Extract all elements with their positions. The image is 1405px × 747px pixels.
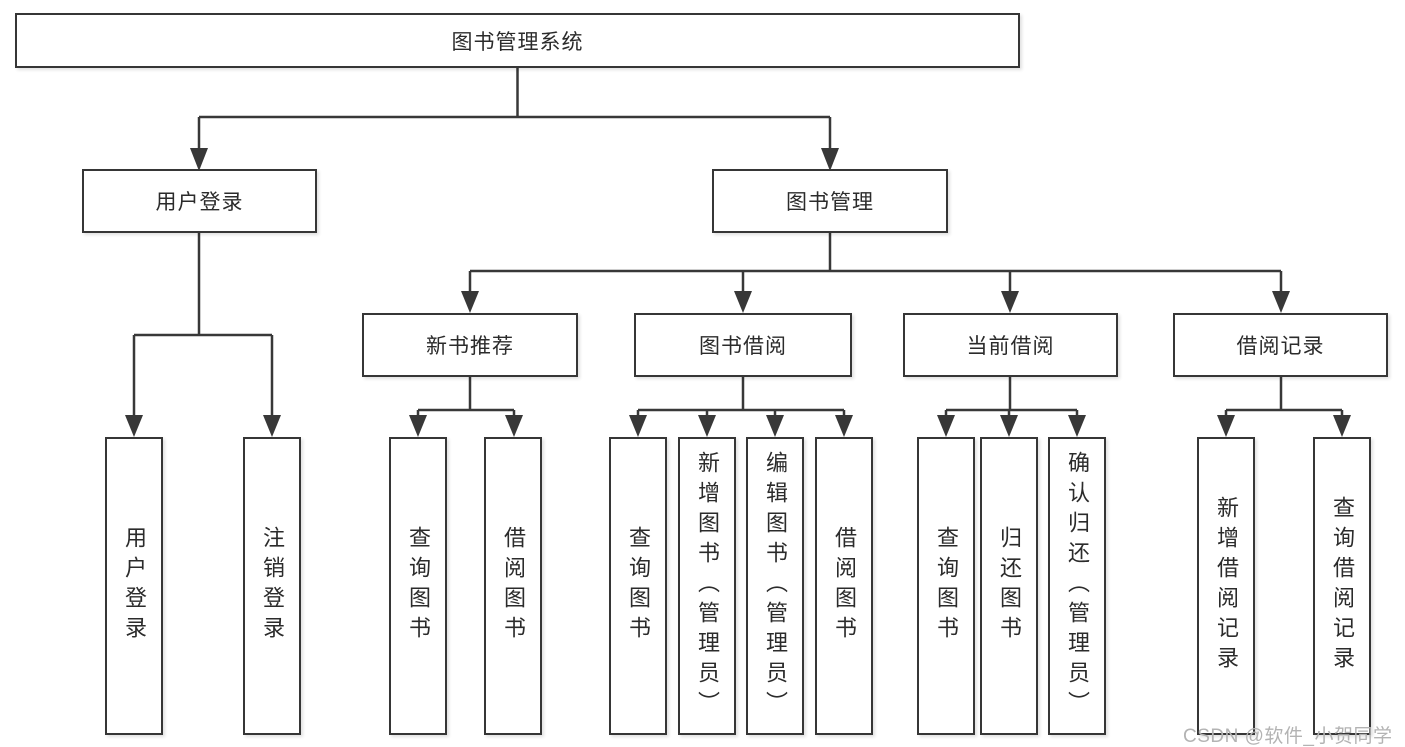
arrowhead — [1068, 415, 1086, 437]
leaf-newbook-query-book: 查询图书 — [389, 437, 447, 735]
arrowhead — [629, 415, 647, 437]
leaf-label: 编辑图书（管理员） — [763, 451, 788, 721]
node-label: 图书管理 — [786, 191, 874, 214]
arrowhead — [1272, 291, 1290, 313]
tree-edges — [132, 68, 1344, 417]
arrowhead — [263, 415, 281, 437]
node-label: 新书推荐 — [426, 335, 514, 358]
arrowhead — [1217, 415, 1235, 437]
node-label: 图书借阅 — [699, 335, 787, 358]
leaf-user-login: 用户登录 — [105, 437, 163, 735]
arrowhead — [409, 415, 427, 437]
leaf-current-confirm-return-admin: 确认归还（管理员） — [1048, 437, 1106, 735]
node-borrow-records: 借阅记录 — [1173, 313, 1388, 377]
arrowhead — [766, 415, 784, 437]
node-user-login-group: 用户登录 — [82, 169, 317, 233]
arrowhead — [461, 291, 479, 313]
arrowheads — [125, 148, 1351, 437]
leaf-label: 借阅图书 — [832, 526, 857, 646]
leaf-label: 新增图书（管理员） — [695, 451, 720, 721]
node-new-book-recommend: 新书推荐 — [362, 313, 578, 377]
node-label: 图书管理系统 — [451, 30, 584, 54]
arrowhead — [190, 148, 208, 171]
leaf-borrow-borrow-book: 借阅图书 — [815, 437, 873, 735]
leaf-label: 归还图书 — [997, 526, 1022, 646]
node-label: 当前借阅 — [966, 335, 1055, 358]
leaf-current-query-book: 查询图书 — [917, 437, 975, 735]
leaf-current-return-book: 归还图书 — [980, 437, 1038, 735]
node-book-management: 图书管理 — [712, 169, 948, 233]
arrowhead — [1001, 291, 1019, 313]
watermark: CSDN @软件_小贺同学 — [1183, 726, 1393, 747]
node-label: 借阅记录 — [1236, 335, 1325, 358]
leaf-label: 查询图书 — [934, 526, 959, 646]
leaf-logout: 注销登录 — [243, 437, 301, 735]
leaf-borrow-add-book-admin: 新增图书（管理员） — [678, 437, 736, 735]
leaf-label: 查询借阅记录 — [1330, 496, 1355, 676]
node-label: 用户登录 — [155, 191, 244, 214]
arrowhead — [1333, 415, 1351, 437]
arrowhead — [698, 415, 716, 437]
leaf-label: 借阅图书 — [501, 526, 526, 646]
node-current-borrow: 当前借阅 — [903, 313, 1118, 377]
arrowhead — [1000, 415, 1018, 437]
leaf-label: 注销登录 — [260, 526, 285, 646]
node-root: 图书管理系统 — [15, 13, 1020, 68]
arrowhead — [821, 148, 839, 171]
arrowhead — [734, 291, 752, 313]
leaf-records-add-record: 新增借阅记录 — [1197, 437, 1255, 735]
leaf-label: 用户登录 — [122, 526, 147, 646]
leaf-label: 确认归还（管理员） — [1065, 451, 1090, 721]
arrowhead — [125, 415, 143, 437]
leaf-records-query-record: 查询借阅记录 — [1313, 437, 1371, 735]
arrowhead — [505, 415, 523, 437]
leaf-borrow-query-book: 查询图书 — [609, 437, 667, 735]
leaf-label: 新增借阅记录 — [1214, 496, 1239, 676]
arrowhead — [835, 415, 853, 437]
arrowhead — [937, 415, 955, 437]
leaf-label: 查询图书 — [626, 526, 651, 646]
leaf-borrow-edit-book-admin: 编辑图书（管理员） — [746, 437, 804, 735]
leaf-label: 查询图书 — [406, 526, 431, 646]
leaf-newbook-borrow-book: 借阅图书 — [484, 437, 542, 735]
node-book-borrow: 图书借阅 — [634, 313, 852, 377]
